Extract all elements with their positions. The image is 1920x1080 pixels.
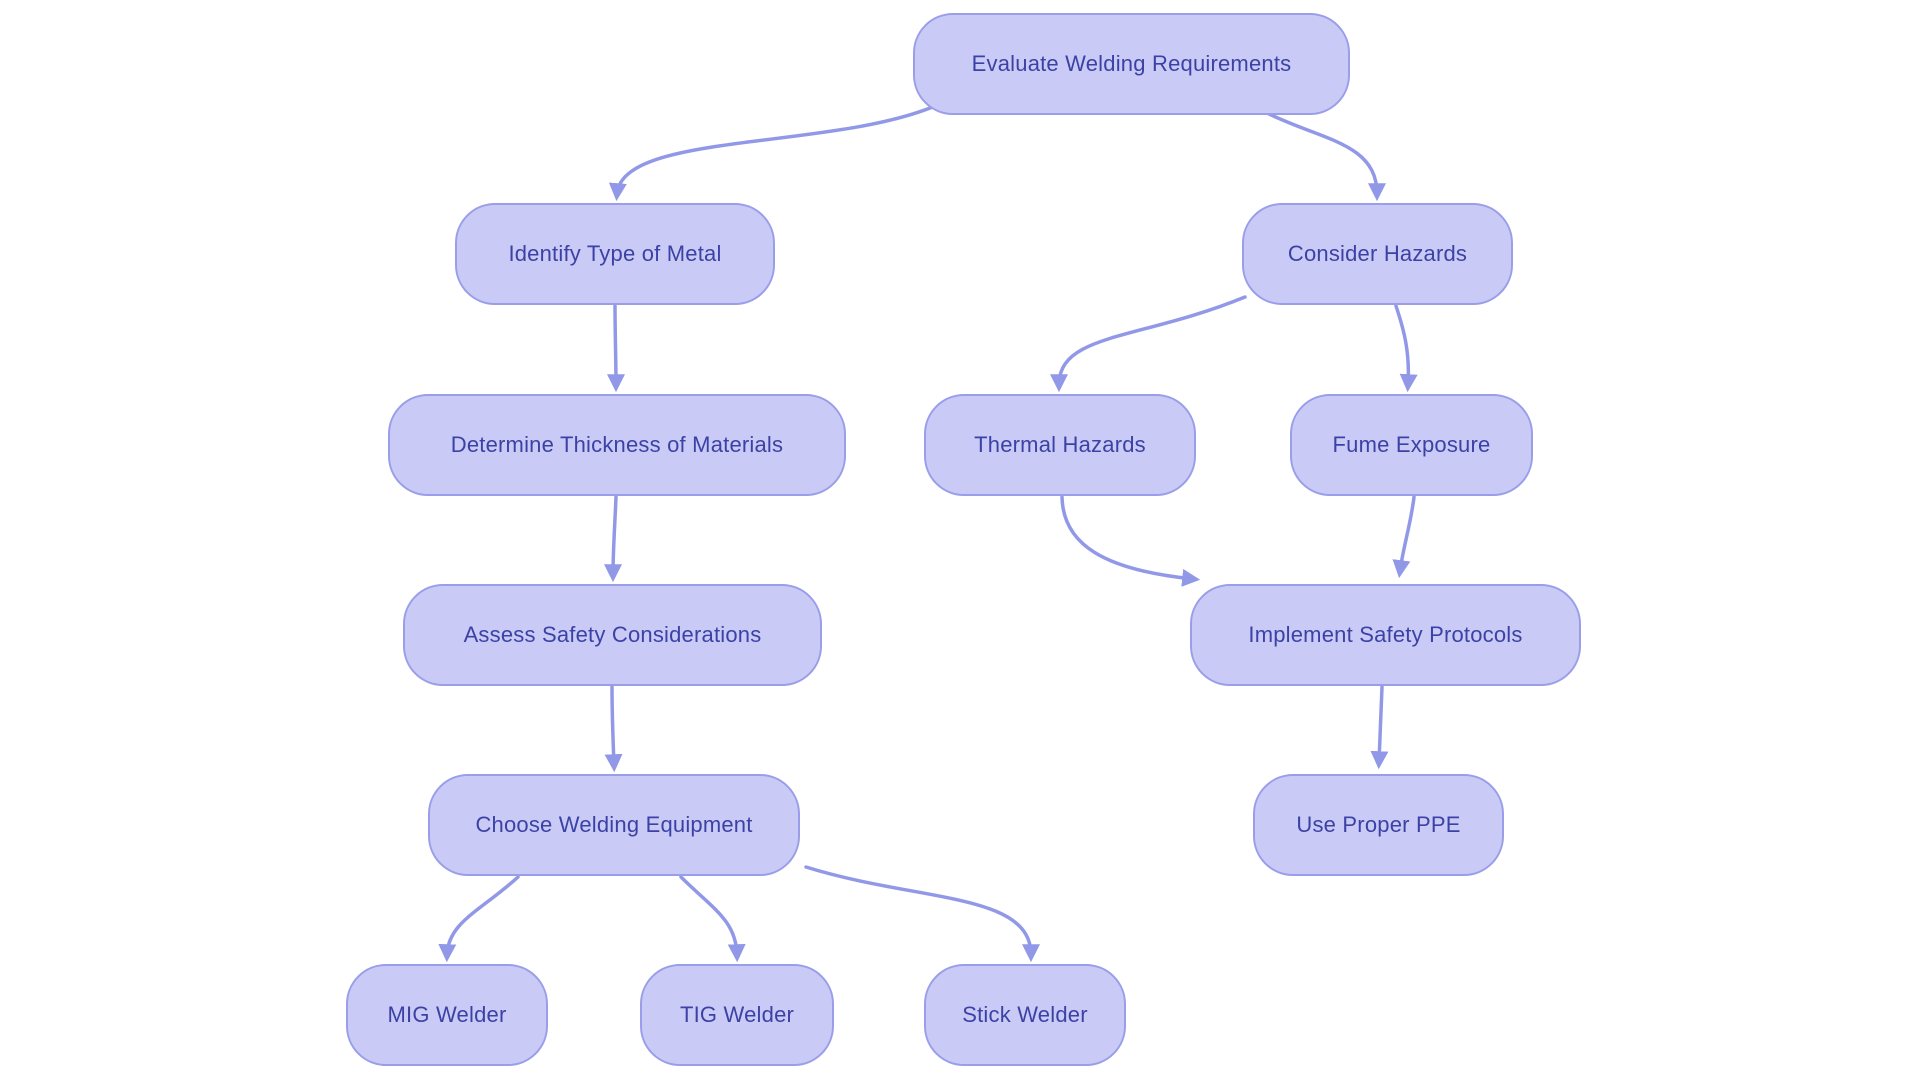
flow-node-mig: MIG Welder (346, 964, 548, 1066)
flow-node-stick: Stick Welder (924, 964, 1126, 1066)
flow-node-choose: Choose Welding Equipment (428, 774, 800, 876)
flow-node-consider: Consider Hazards (1242, 203, 1513, 305)
flow-node-label: MIG Welder (387, 1002, 507, 1028)
flow-node-thermal: Thermal Hazards (924, 394, 1196, 496)
flow-node-label: Consider Hazards (1287, 241, 1468, 267)
flow-node-evaluate: Evaluate Welding Requirements (913, 13, 1350, 115)
flow-node-assess: Assess Safety Considerations (403, 584, 822, 686)
flow-node-label: TIG Welder (679, 1002, 795, 1028)
flow-node-tig: TIG Welder (640, 964, 834, 1066)
flow-node-fume: Fume Exposure (1290, 394, 1533, 496)
flow-node-implement: Implement Safety Protocols (1190, 584, 1581, 686)
flow-node-ppe: Use Proper PPE (1253, 774, 1504, 876)
flow-node-label: Evaluate Welding Requirements (971, 51, 1292, 77)
flow-node-label: Implement Safety Protocols (1248, 622, 1523, 648)
flow-node-label: Assess Safety Considerations (463, 622, 762, 648)
flow-node-label: Fume Exposure (1332, 432, 1491, 458)
flow-node-label: Choose Welding Equipment (475, 812, 753, 838)
flow-node-label: Determine Thickness of Materials (450, 432, 784, 458)
flow-node-label: Identify Type of Metal (508, 241, 722, 267)
flow-node-label: Thermal Hazards (974, 432, 1146, 458)
flow-node-label: Use Proper PPE (1296, 812, 1461, 838)
flow-node-label: Stick Welder (962, 1002, 1088, 1028)
flow-node-identify: Identify Type of Metal (455, 203, 775, 305)
flow-node-determine: Determine Thickness of Materials (388, 394, 846, 496)
